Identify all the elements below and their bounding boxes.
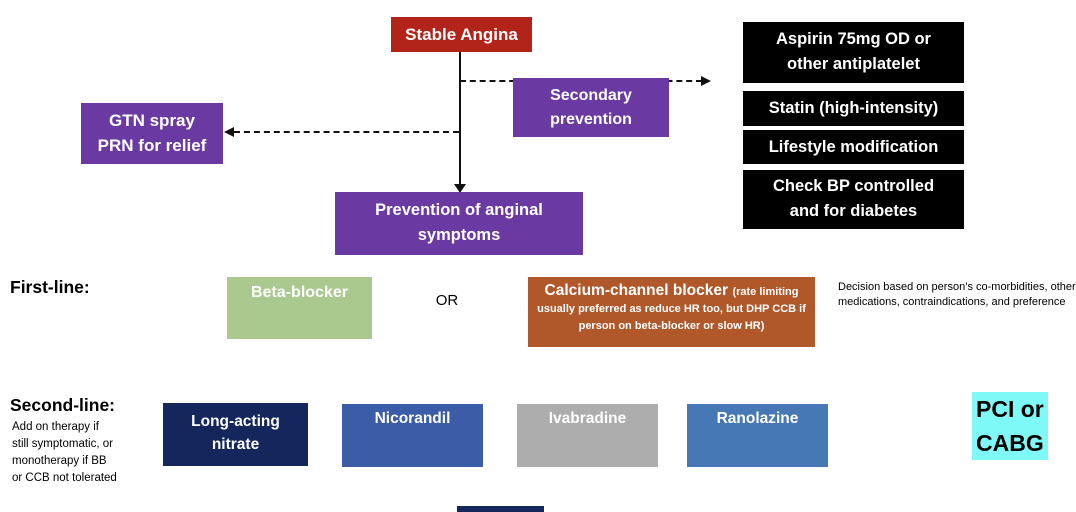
secondary-prevention-box: Secondary prevention bbox=[513, 78, 669, 137]
pci-cabg-label: PCI or CABG bbox=[972, 392, 1048, 460]
ccb-note: (rate limiting usually preferred as redu… bbox=[537, 286, 806, 332]
lifestyle-box: Lifestyle modification bbox=[743, 130, 964, 164]
calcium-channel-blocker-box: Calcium-channel blocker (rate limiting u… bbox=[528, 277, 815, 347]
check-bp-line1: Check BP controlled bbox=[772, 177, 935, 195]
long-acting-nitrate-box: Long-acting nitrate bbox=[163, 403, 308, 466]
prevention-of-anginal-symptoms-box: Prevention of anginal symptoms bbox=[335, 192, 583, 255]
decision-note: Decision based on person’s co-morbiditie… bbox=[838, 281, 1076, 308]
aspirin-line1: Aspirin 75mg OD or bbox=[776, 30, 931, 48]
connector-dashed-left bbox=[234, 131, 459, 133]
ccb-title: Calcium-channel blocker bbox=[544, 282, 728, 299]
first-line-label: First-line: bbox=[10, 277, 90, 297]
stable-angina-box: Stable Angina bbox=[391, 17, 532, 52]
gtn-line1: GTN spray bbox=[109, 111, 195, 130]
second-line-label: Second-line: bbox=[10, 395, 116, 415]
check-bp-line2: and for diabetes bbox=[789, 202, 918, 220]
cutoff-box-edge bbox=[457, 506, 544, 512]
nitrate-line1: Long-acting bbox=[191, 413, 280, 430]
second-line-note-line2: still symptomatic, or bbox=[12, 438, 113, 450]
arrowhead-down-icon bbox=[454, 184, 466, 193]
gtn-line2: PRN for relief bbox=[97, 136, 207, 155]
aspirin-line2: other antiplatelet bbox=[787, 55, 920, 73]
ranolazine-box: Ranolazine bbox=[687, 404, 828, 467]
nitrate-line2: nitrate bbox=[211, 436, 260, 453]
pci-line1: PCI or bbox=[972, 392, 1048, 426]
prevention-line1: Prevention of anginal bbox=[375, 201, 543, 219]
aspirin-box: Aspirin 75mg OD or other antiplatelet bbox=[743, 22, 964, 83]
statin-box: Statin (high-intensity) bbox=[743, 91, 964, 126]
pci-line2: CABG bbox=[972, 426, 1048, 460]
second-line-note-line1: Add on therapy if bbox=[12, 421, 99, 433]
second-line-note: Add on therapy if still symptomatic, or … bbox=[12, 419, 142, 487]
nicorandil-box: Nicorandil bbox=[342, 404, 483, 467]
secondary-prevention-line1: Secondary bbox=[550, 87, 632, 104]
gtn-spray-box: GTN spray PRN for relief bbox=[81, 103, 223, 164]
or-label: OR bbox=[435, 292, 459, 309]
secondary-prevention-line2: prevention bbox=[550, 111, 632, 128]
beta-blocker-box: Beta-blocker bbox=[227, 277, 372, 339]
connector-vertical-line bbox=[459, 52, 461, 185]
ivabradine-box: Ivabradine bbox=[517, 404, 658, 467]
second-line-note-line3: monotherapy if BB bbox=[12, 455, 107, 467]
prevention-line2: symptoms bbox=[417, 226, 501, 244]
arrowhead-right-icon bbox=[701, 76, 711, 86]
second-line-note-line4: or CCB not tolerated bbox=[12, 472, 117, 484]
arrowhead-left-icon bbox=[224, 127, 234, 137]
check-bp-box: Check BP controlled and for diabetes bbox=[743, 170, 964, 229]
